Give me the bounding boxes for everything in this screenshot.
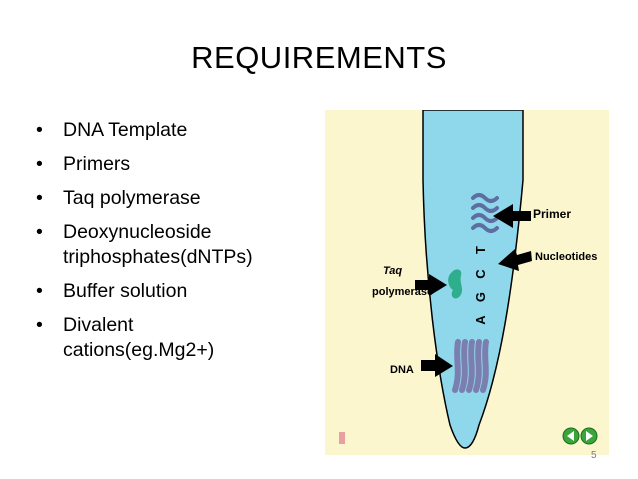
dna-label: DNA (390, 364, 414, 376)
bullet-item: • Primers (36, 152, 253, 177)
bullet-dot-icon: • (36, 187, 43, 209)
previous-button[interactable] (562, 427, 580, 445)
requirements-list: • DNA Template • Primers • Taq polymeras… (36, 118, 253, 372)
page-number: 5 (591, 450, 597, 461)
taq-label: Taq (383, 265, 402, 277)
bullet-text: Taq polymerase (63, 187, 201, 209)
dna-strand (452, 339, 489, 393)
bullet-text: Buffer solution (63, 280, 188, 302)
bullet-item: • Taq polymerase (36, 186, 253, 211)
taq-polymerase-shape (448, 269, 463, 299)
primer-label: Primer (533, 207, 571, 221)
taq-arrow-icon (415, 274, 447, 296)
bullet-text-continued: triphosphates(dNTPs) (63, 246, 253, 268)
nucleotides-label: Nucleotides (535, 251, 597, 263)
slide-title: REQUIREMENTS (191, 40, 447, 75)
dna-arrow-icon (421, 354, 453, 377)
next-arrow-icon (586, 431, 593, 441)
bullet-text: DNA Template (63, 119, 188, 141)
bullet-item: • Deoxynucleoside triphosphates(dNTPs) (36, 220, 253, 270)
bullet-text: Primers (63, 153, 131, 175)
bullet-dot-icon: • (36, 280, 43, 302)
previous-arrow-icon (567, 431, 574, 441)
primer-arrow-icon (493, 204, 531, 228)
bullet-item: • DNA Template (36, 118, 253, 143)
nucleotide-letter: A (473, 315, 488, 325)
next-button[interactable] (580, 427, 598, 445)
bullet-dot-icon: • (36, 153, 43, 175)
nucleotide-letter: T (473, 246, 488, 254)
bullet-text: Deoxynucleoside (63, 221, 212, 243)
nucleotides-arrow-icon (498, 249, 532, 271)
primer-strand (471, 193, 499, 233)
bullet-item: • Divalent cations(eg.Mg2+) (36, 313, 253, 363)
nucleotide-letter: C (473, 269, 488, 279)
bullet-text-continued: cations(eg.Mg2+) (63, 339, 215, 361)
bullet-item: • Buffer solution (36, 279, 253, 304)
bullet-dot-icon: • (36, 314, 43, 336)
bullet-text: Divalent (63, 314, 134, 336)
bullet-dot-icon: • (36, 119, 43, 141)
nucleotide-letter: G (473, 292, 488, 302)
pcr-tube-diagram: T C G A Primer Nucleotides Taq polymeras… (325, 110, 609, 455)
polymerase-label: polymerase (372, 286, 433, 298)
corner-mark-icon (339, 432, 345, 444)
bullet-dot-icon: • (36, 221, 43, 243)
